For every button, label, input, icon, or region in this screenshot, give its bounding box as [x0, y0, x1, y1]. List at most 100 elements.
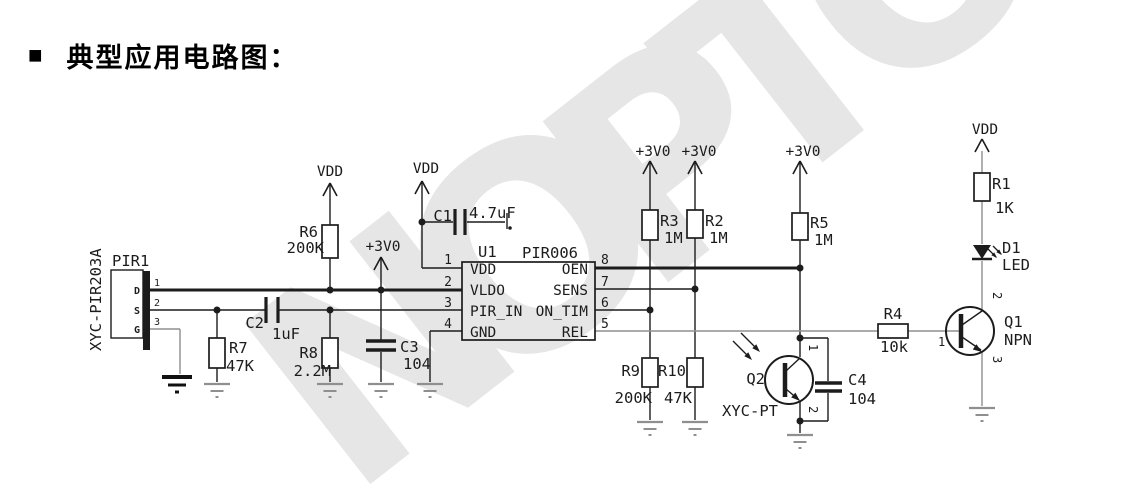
u1-part: PIR006: [522, 244, 578, 262]
pir1-pin-s: S: [134, 306, 140, 317]
phototransistor-q2: Q2 XYC-PT 1 2: [722, 332, 820, 420]
gnd-pin4-wire: [429, 330, 462, 382]
v3v0-label: +3V0: [636, 144, 671, 160]
resistors: R6 200K R7 47K R8 2.2M R3 1M R2 1M R5 1M…: [208, 172, 1014, 407]
r2-body: [686, 209, 704, 239]
capacitors: C1 4.7uF C2 1uF C3 104 C4 104: [245, 204, 876, 408]
c4-value: 104: [848, 390, 876, 408]
c1-ref: C1: [433, 207, 452, 225]
pir1-part: XYC-PIR203A: [87, 248, 105, 351]
r6-body: [321, 224, 339, 259]
transistor-q1: Q1 NPN 1 2 3: [938, 292, 1032, 363]
c3-ref: C3: [400, 338, 419, 356]
bus-wires: [149, 151, 983, 433]
u1-pin-pirin: PIR_IN: [470, 304, 522, 320]
u1-pin-vdd: VDD: [470, 262, 496, 278]
pir1-pin-num: 1: [154, 278, 160, 289]
q1-circle: [945, 306, 995, 356]
r9-ref: R9: [621, 362, 640, 380]
v3v0-label: +3V0: [786, 144, 821, 160]
pir1-pin-d: D: [134, 286, 140, 297]
r6-ref: R6: [299, 223, 318, 241]
r1-value: 1K: [995, 199, 1014, 217]
r7-body: [208, 337, 226, 369]
r3-ref: R3: [660, 212, 679, 230]
q1-pin1-num: 1: [938, 335, 945, 349]
q2-pin1-num: 1: [806, 344, 820, 351]
q1-collector: [961, 310, 983, 326]
vdd-label: VDD: [317, 164, 343, 180]
q2-circle: [764, 355, 814, 405]
vdd-label: VDD: [972, 122, 998, 138]
r4-ref: R4: [884, 305, 903, 323]
r9-body: [641, 357, 659, 388]
u1-pin-num-6: 6: [601, 296, 609, 311]
led-triangle: [973, 245, 991, 259]
u1-pin-ontim: ON_TIM: [536, 304, 589, 320]
r9-value: 200K: [615, 389, 653, 407]
r7-ref: R7: [229, 339, 248, 357]
q1-pin2-num: 2: [990, 292, 1004, 299]
vdd-label: VDD: [413, 161, 439, 177]
pir1-pin-num: 3: [154, 317, 160, 328]
r10-ref: R10: [658, 362, 686, 380]
pir1-pin-num: 2: [154, 298, 160, 309]
pir-gnd-wire: [150, 328, 181, 374]
connector-bar: [143, 271, 150, 350]
r10-value: 47K: [664, 389, 693, 407]
u1-pin-sens: SENS: [553, 283, 588, 299]
r3-value: 1M: [664, 229, 683, 247]
c1-plates: [453, 209, 467, 235]
q2-collector: [785, 357, 801, 372]
section-title: 典型应用电路图：: [66, 43, 299, 73]
u1-pin-num-4: 4: [444, 317, 452, 332]
q1-emitter-arrow: [972, 344, 982, 352]
u1-pin-oen: OEN: [562, 262, 588, 278]
r10-body: [686, 357, 704, 388]
q1-ref: Q1: [1004, 313, 1023, 331]
c3-value: 104: [403, 355, 431, 373]
u1-pin-num-8: 8: [601, 253, 609, 268]
r4-value: 10k: [880, 338, 909, 356]
c3-plates: [366, 339, 396, 352]
u1-pin-rel: REL: [562, 325, 588, 341]
r2-ref: R2: [705, 212, 724, 230]
q1-value: NPN: [1004, 331, 1032, 349]
r1-body: [973, 172, 991, 202]
c1-value: 4.7uF: [469, 204, 516, 222]
r4-body: [877, 323, 909, 339]
q1-pin3-num: 3: [990, 356, 1004, 363]
q2-pin2-num: 2: [806, 406, 820, 413]
u1-pin-num-3: 3: [444, 296, 452, 311]
led-d1: D1 LED: [972, 239, 1030, 274]
u1-pin-vldo: VLDO: [470, 283, 505, 299]
ic-u1: U1 PIR006 VDD VLDO PIR_IN GND OEN SENS O…: [444, 243, 609, 341]
r2-value: 1M: [709, 229, 728, 247]
r1-ref: R1: [992, 175, 1011, 193]
r7-value: 47K: [226, 357, 255, 375]
r3-body: [641, 209, 659, 241]
u1-ref: U1: [478, 243, 497, 261]
u1-pin-num-5: 5: [601, 317, 609, 332]
d1-ref: D1: [1002, 239, 1021, 257]
c4-ref: C4: [848, 371, 867, 389]
r5-ref: R5: [810, 214, 829, 232]
r8-value: 2.2M: [294, 362, 331, 380]
section-bullet-icon: ■: [28, 41, 43, 69]
q2-ref: Q2: [746, 370, 765, 388]
r8-body: [321, 337, 339, 369]
u1-pin-num-1: 1: [444, 253, 452, 268]
pir1-pin-g: G: [134, 325, 140, 336]
c2-ref: C2: [245, 314, 264, 332]
r5-body: [791, 212, 809, 241]
c4-branch-wire: [800, 337, 829, 422]
u1-pin-gnd: GND: [470, 325, 496, 341]
junction-dots: [213, 218, 804, 425]
u1-pin-num-7: 7: [601, 275, 609, 290]
watermark: N O P T O: [191, 0, 1111, 490]
c4-plates: [815, 381, 842, 393]
r5-value: 1M: [814, 231, 833, 249]
section-heading: ■ 典型应用电路图：: [28, 36, 299, 75]
v3v0-label: +3V0: [366, 239, 401, 255]
